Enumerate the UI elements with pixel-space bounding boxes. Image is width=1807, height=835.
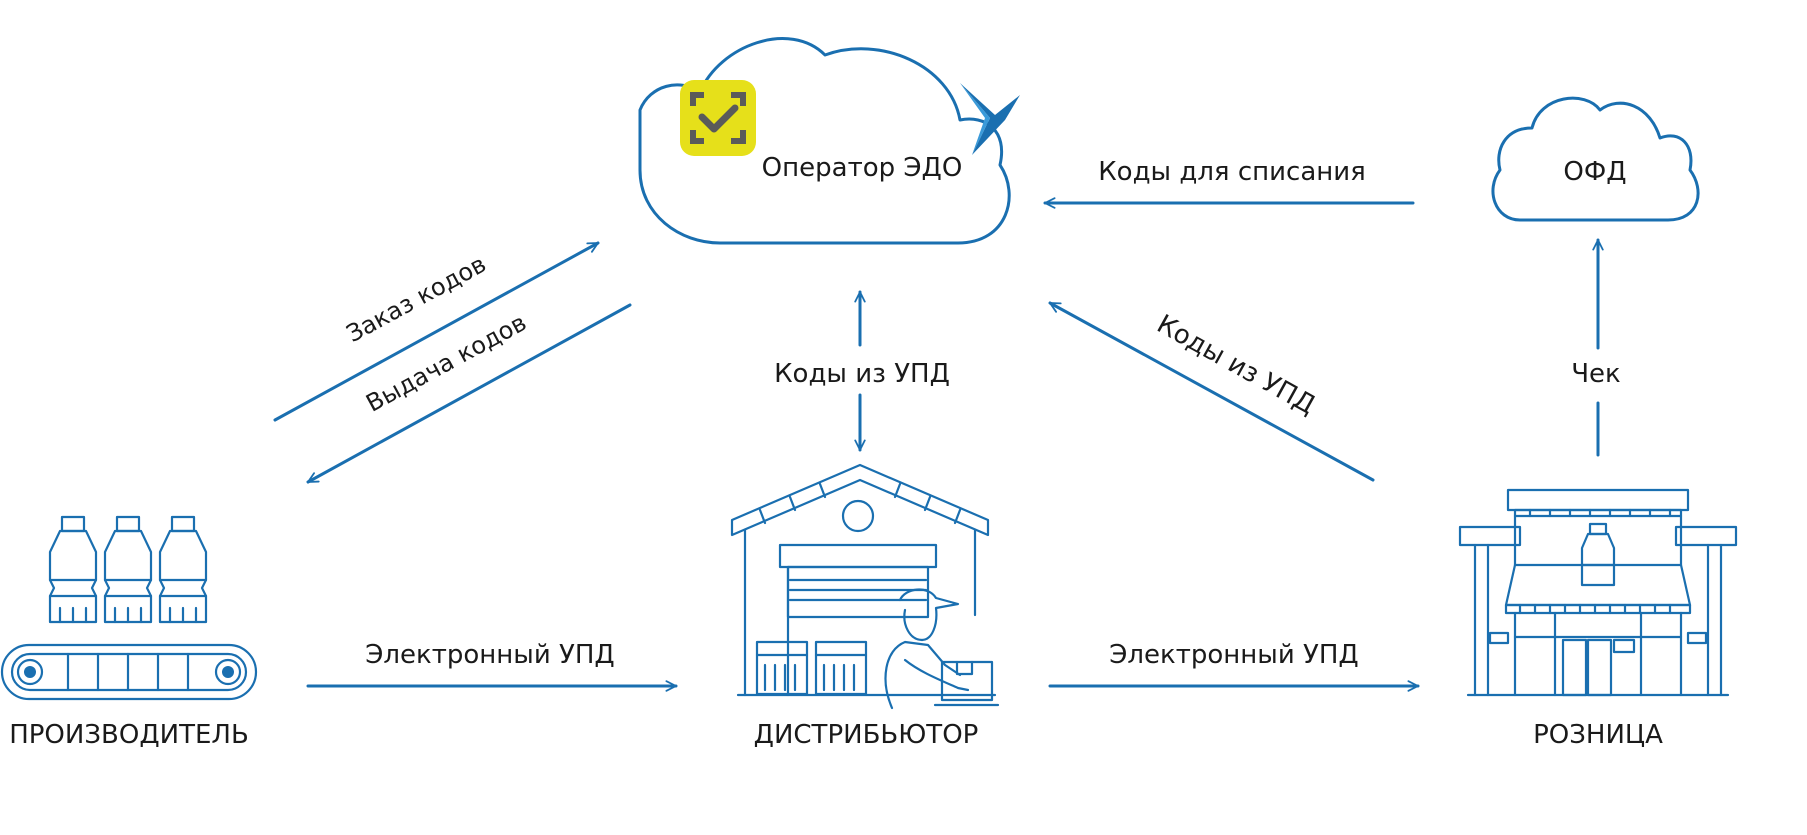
issue-codes-arrow [306,303,632,484]
store-icon [1458,488,1738,697]
bird-logo-icon [960,83,1020,155]
warehouse-worker-icon [730,463,1000,710]
receipt-label: Чек [1571,359,1621,389]
producer-label: ПРОИЗВОДИТЕЛЬ [9,720,249,750]
edo-operator-cloud [638,37,1011,245]
check-badge-icon [680,80,756,156]
bottles-conveyor-icon [0,515,258,701]
ofd-label: ОФД [1563,157,1626,187]
retail-label: РОЗНИЦА [1533,720,1663,750]
edo-operator-label: Оператор ЭДО [762,153,963,183]
codes-upd-diag-arrow [1048,301,1375,482]
codes-upd-center-label: Коды из УПД [774,359,950,389]
electronic-upd-right-label: Электронный УПД [1109,640,1358,670]
codes-writeoff-label: Коды для списания [1098,157,1366,187]
order-codes-arrow [273,241,600,422]
electronic-upd-left-label: Электронный УПД [365,640,614,670]
ofd-cloud [1491,96,1700,222]
order-codes-label: Заказ кодов [342,250,491,348]
distributor-label: ДИСТРИБЬЮТОР [754,720,979,750]
